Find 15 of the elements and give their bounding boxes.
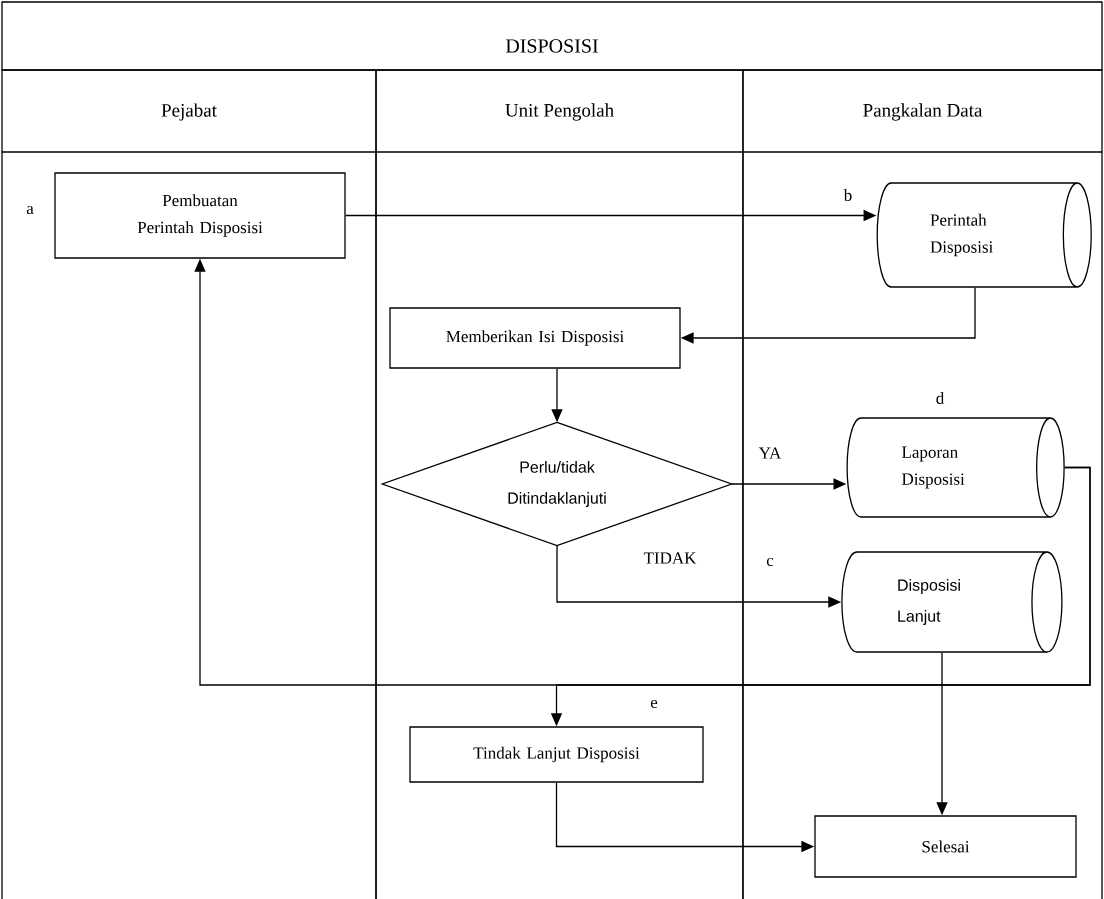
edge-label: YA <box>757 446 783 460</box>
database-cylinder: Perintah Disposisi <box>876 182 1092 288</box>
process-box: Selesai <box>814 815 1077 878</box>
process-box: Pembuatan Perintah Disposisi <box>54 172 346 259</box>
step-letter: e <box>650 699 658 709</box>
step-letter: b <box>843 189 852 201</box>
step-letter: a <box>26 205 34 215</box>
step-letter: c <box>766 557 774 567</box>
title: DISPOSISI <box>505 39 598 53</box>
process-box: Tindak Lanjut Disposisi <box>409 726 704 783</box>
database-cylinder: Disposisi Lanjut <box>841 551 1063 653</box>
process-box: Memberikan Isi Disposisi <box>389 307 681 369</box>
database-cylinder: Laporan Disposisi <box>846 417 1065 518</box>
edge-label: TIDAK <box>642 551 698 565</box>
step-letter: d <box>936 392 945 404</box>
